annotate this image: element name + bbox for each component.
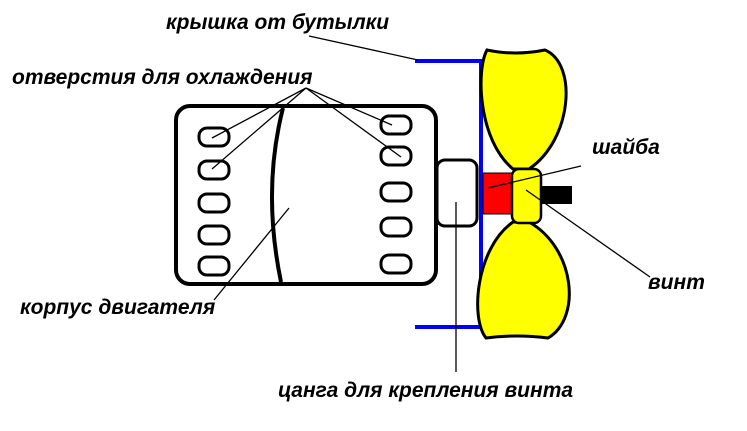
cooling-hole: [197, 159, 231, 181]
leader-cooling-hole: [305, 87, 393, 126]
cooling-hole: [197, 192, 231, 214]
cooling-hole: [379, 145, 413, 167]
cooling-hole: [379, 253, 413, 275]
leader-cooling-hole: [305, 87, 402, 158]
label-propeller: винт: [648, 271, 705, 294]
cooling-hole: [379, 216, 413, 238]
propeller-blade-upper: [479, 48, 568, 171]
cooling-holes-left: [197, 126, 231, 277]
cooling-hole: [379, 181, 413, 203]
label-bottle-cap: крышка от бутылки: [166, 11, 389, 34]
cooling-hole: [197, 224, 231, 246]
cooling-hole: [379, 114, 413, 136]
leader-propeller: [525, 189, 651, 278]
washer: [482, 172, 517, 215]
cooling-hole: [197, 255, 231, 277]
leader-cooling-hole: [211, 87, 307, 139]
label-collet: цанга для крепления винта: [278, 379, 573, 402]
screw-shaft: [538, 186, 572, 204]
bottle-cap: [415, 59, 483, 329]
cooling-holes-right: [379, 114, 413, 275]
collet: [435, 158, 479, 228]
propeller-blade-lower: [476, 220, 571, 340]
motor-seam: [270, 107, 285, 283]
leader-bottle-cap: [308, 35, 419, 61]
leader-motor-body: [213, 207, 290, 301]
propeller-hub: [510, 167, 543, 225]
leader-cooling-hole: [211, 87, 307, 170]
label-cooling-holes: отверстия для охлаждения: [12, 66, 313, 89]
label-washer: шайба: [592, 136, 660, 159]
leader-washer: [487, 165, 582, 189]
leader-lines: [211, 35, 651, 372]
label-motor-body: корпус двигателя: [20, 296, 215, 319]
